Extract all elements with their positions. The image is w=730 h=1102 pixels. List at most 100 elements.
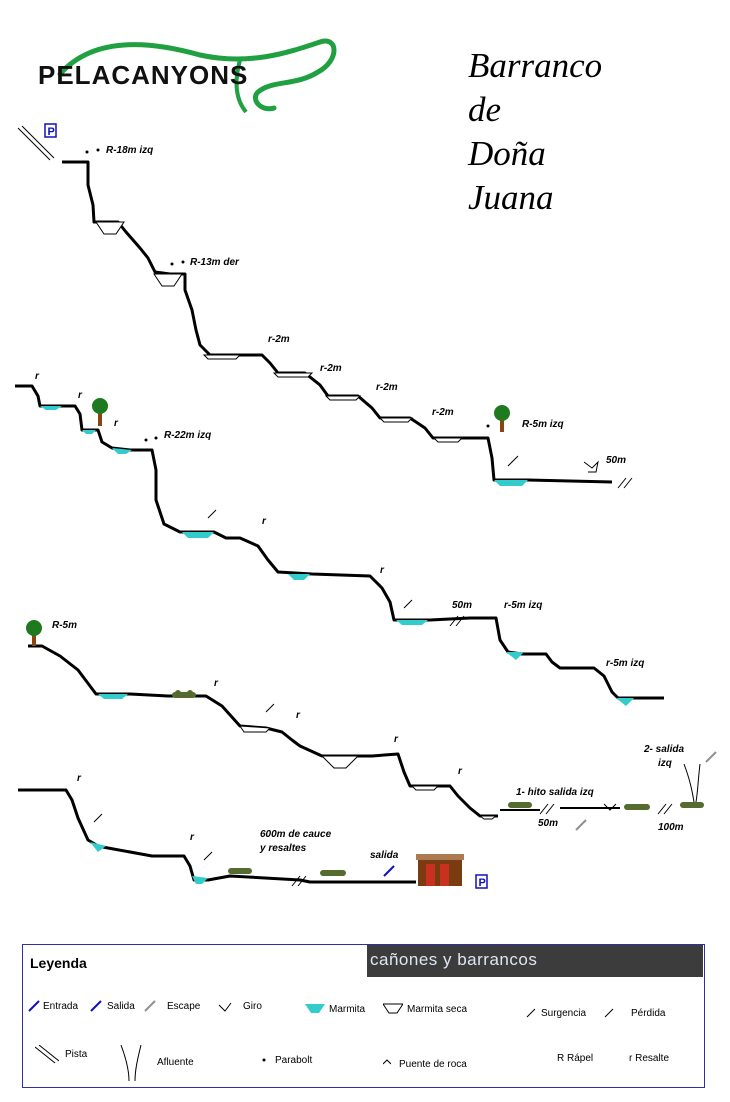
giro-icon xyxy=(603,803,617,811)
marmita-icon xyxy=(305,1004,325,1013)
escape-arrow-icon xyxy=(575,751,717,831)
break-mark xyxy=(291,875,307,887)
water-pothole xyxy=(82,430,96,434)
salida-arrow-icon xyxy=(90,1000,102,1012)
salida-arrow-icon xyxy=(383,865,395,877)
annotation: r xyxy=(380,565,384,576)
annotation: r-5m izq xyxy=(504,600,543,611)
break-mark xyxy=(539,803,673,815)
giro-icon xyxy=(583,460,599,473)
perdida-icon xyxy=(207,509,413,609)
bridge-building xyxy=(416,854,464,886)
legend-title: Leyenda xyxy=(30,955,87,971)
annotation: 50m xyxy=(606,455,627,466)
title-line: Barranco xyxy=(468,46,603,85)
pista-icon xyxy=(35,1045,59,1064)
dry-pothole xyxy=(239,725,272,733)
legend-surgencia: Surgencia xyxy=(541,1008,587,1019)
water-pothole xyxy=(494,480,528,486)
afluente-icon xyxy=(120,1044,142,1082)
bush-icon xyxy=(228,868,346,876)
annotation: r xyxy=(262,516,266,527)
annotation: salida xyxy=(370,850,399,861)
legend-escape: Escape xyxy=(167,1001,201,1012)
annotation: r xyxy=(114,418,118,429)
marmita-seca-icon xyxy=(383,1003,403,1014)
annotation: 50m xyxy=(538,818,559,829)
water-pothole xyxy=(90,842,106,852)
title-line: Doña xyxy=(468,134,546,173)
break-mark xyxy=(449,615,465,627)
annotation: r xyxy=(78,390,82,401)
water-pothole xyxy=(616,698,634,706)
title-line: Juana xyxy=(468,178,554,217)
annotation: R-13m der xyxy=(190,257,239,268)
entrada-arrow-icon xyxy=(28,1000,40,1012)
legend-pista: Pista xyxy=(65,1049,88,1060)
dry-pothole xyxy=(378,417,414,423)
annotation: r-2m xyxy=(268,334,290,345)
annotation: R-5m izq xyxy=(522,419,564,430)
page-title: Barranco de Doña Juana xyxy=(468,44,602,220)
legend-box: Leyenda cañones y barrancos Entrada Sali… xyxy=(22,944,705,1088)
annotation: r xyxy=(296,710,300,721)
annotation: r xyxy=(458,766,462,777)
annotation: 1- hito salida izq xyxy=(516,787,594,798)
water-pothole xyxy=(506,652,524,660)
annotation: r-2m xyxy=(376,382,398,393)
annotation: r xyxy=(35,371,39,382)
logo-text: PELACANYONS xyxy=(38,60,248,90)
legend-marmita: Marmita xyxy=(329,1004,366,1015)
dry-pothole xyxy=(320,755,360,769)
dry-pothole xyxy=(432,437,464,443)
water-pothole xyxy=(112,448,132,454)
perdida-icon xyxy=(93,813,213,861)
water-pothole xyxy=(288,574,310,580)
parabolt-icon xyxy=(262,1058,266,1062)
dry-pothole xyxy=(153,273,183,287)
legend-entrada: Entrada xyxy=(43,1001,79,1012)
annotation: r-2m xyxy=(320,363,342,374)
annotation: 2- salida xyxy=(644,744,685,755)
dry-pothole xyxy=(324,395,362,401)
legend-afluente: Afluente xyxy=(157,1057,194,1068)
annotation: R-22m izq xyxy=(164,430,212,441)
svg-text:P: P xyxy=(48,126,55,138)
title-line: de xyxy=(468,90,502,129)
annotation: r xyxy=(394,734,398,745)
parking-icon: P xyxy=(475,874,488,889)
water-pothole xyxy=(192,876,208,884)
afluente-icon xyxy=(683,763,701,803)
annotation: 50m xyxy=(452,600,473,611)
break-mark xyxy=(617,477,633,489)
legend-resalte: r Resalte xyxy=(629,1053,670,1064)
tree-icon xyxy=(26,620,42,646)
bush-icon xyxy=(508,802,704,810)
logo: PELACANYONS xyxy=(38,38,337,114)
legend-giro: Giro xyxy=(243,1001,262,1012)
giro-icon xyxy=(218,1002,232,1012)
pista-icon xyxy=(17,125,55,161)
surgencia-icon xyxy=(526,1008,536,1018)
legend-salida: Salida xyxy=(107,1001,135,1012)
perdida-icon xyxy=(265,703,275,713)
annotation: R-5m xyxy=(52,620,78,631)
parabolt-icon xyxy=(85,148,490,428)
bush-icon xyxy=(172,690,196,698)
legend-rapel: R Rápel xyxy=(557,1053,594,1064)
svg-text:P: P xyxy=(479,877,486,889)
tree-icon xyxy=(92,398,108,426)
perdida-icon xyxy=(507,455,519,467)
annotation: 100m xyxy=(658,822,684,833)
annotation: r-5m izq xyxy=(606,658,645,669)
dry-pothole xyxy=(202,354,242,360)
dry-pothole xyxy=(272,372,314,378)
dry-pothole xyxy=(478,815,498,820)
annotation: r-2m xyxy=(432,407,454,418)
legend-puente: Puente de roca xyxy=(399,1059,467,1070)
annotation: r xyxy=(190,832,194,843)
water-pothole xyxy=(396,620,428,625)
annotation: R-18m izq xyxy=(106,145,154,156)
annotation: 600m de cauce xyxy=(260,829,332,840)
annotation: r xyxy=(77,773,81,784)
